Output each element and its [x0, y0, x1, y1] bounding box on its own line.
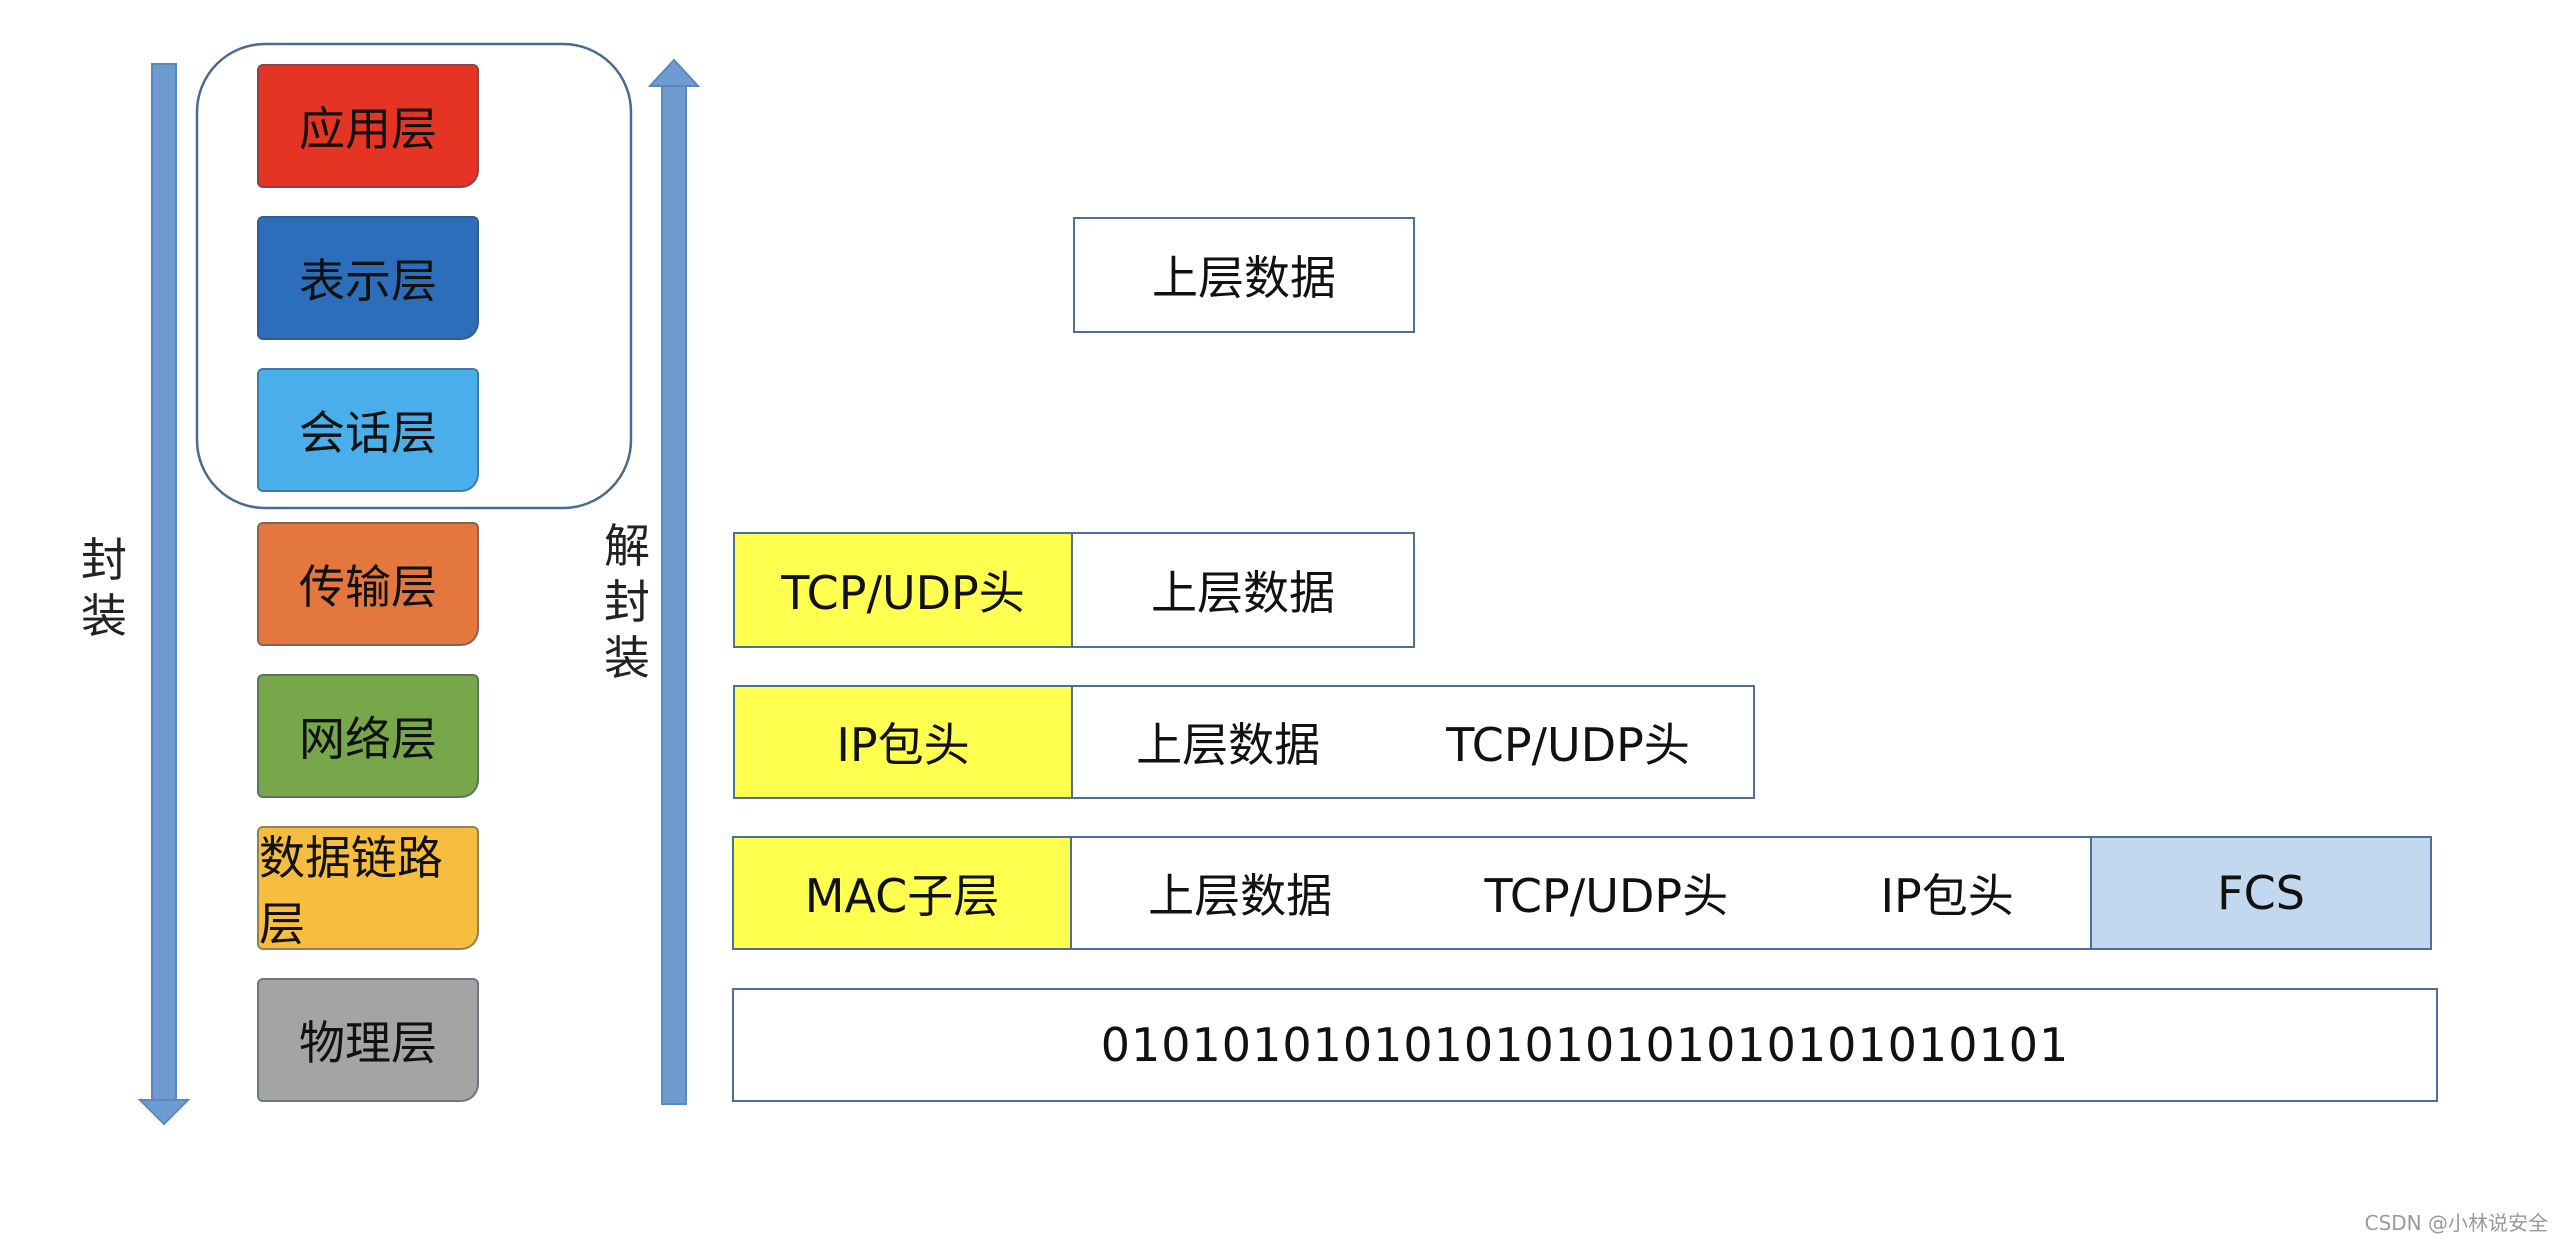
tcp-udp-header-text: TCP/UDP头 [781, 566, 1025, 620]
upper-data-text: 上层数据 [1148, 869, 1333, 923]
decapsulate-arrow [647, 58, 701, 1105]
encapsulate-label: 封 装 [74, 532, 134, 644]
network-payload-cell: 上层数据 TCP/UDP头 [1073, 685, 1755, 799]
encapsulate-char: 装 [81, 589, 127, 643]
layer-physical: 物理层 [257, 978, 479, 1102]
row-transport: TCP/UDP头 上层数据 [733, 532, 1415, 648]
layer-label: 网络层 [299, 712, 437, 766]
layer-transport: 传输层 [257, 522, 479, 646]
encapsulate-arrow [137, 63, 191, 1126]
fcs-cell: FCS [2092, 836, 2432, 950]
layer-network: 网络层 [257, 674, 479, 798]
layer-label: 表示层 [299, 254, 437, 308]
layer-label: 会话层 [299, 406, 437, 460]
layer-application: 应用层 [257, 64, 479, 188]
layer-label: 物理层 [299, 1016, 437, 1070]
layer-session: 会话层 [257, 368, 479, 492]
fcs-text: FCS [2217, 866, 2305, 920]
upper-data-text: 上层数据 [1151, 566, 1335, 620]
decapsulate-char: 装 [604, 631, 650, 685]
decapsulate-label: 解 封 装 [597, 518, 657, 686]
ip-header-text: IP包头 [836, 718, 970, 772]
encapsulate-char: 封 [81, 533, 127, 587]
bitstream-text: 01010101010101010101010101010101 [1100, 1018, 2070, 1072]
tcp-udp-header-cell: TCP/UDP头 [733, 532, 1073, 648]
bitstream-cell: 01010101010101010101010101010101 [732, 988, 2438, 1102]
upper-data-text: 上层数据 [1152, 251, 1336, 305]
tcp-udp-header-text: TCP/UDP头 [1484, 869, 1729, 923]
ip-header-cell: IP包头 [733, 685, 1073, 799]
row-datalink: MAC子层 上层数据 TCP/UDP头 IP包头 FCS [732, 836, 2432, 950]
decapsulate-char: 封 [604, 575, 650, 629]
upper-data-text: 上层数据 [1136, 718, 1321, 772]
layer-label: 传输层 [299, 560, 437, 614]
mac-sublayer-cell: MAC子层 [732, 836, 1072, 950]
mac-sublayer-text: MAC子层 [804, 869, 1000, 923]
datalink-payload-cell: 上层数据 TCP/UDP头 IP包头 [1072, 836, 2092, 950]
ip-header-text: IP包头 [1880, 869, 2014, 923]
upper-layers-group [195, 42, 633, 510]
row-network: IP包头 上层数据 TCP/UDP头 [733, 685, 1755, 799]
layer-presentation: 表示层 [257, 216, 479, 340]
upper-data-cell: 上层数据 [1073, 532, 1415, 648]
layer-label: 数据链路层 [259, 831, 443, 951]
layer-datalink: 数据链路层 [257, 826, 479, 951]
row-application: 上层数据 [1073, 217, 1415, 333]
watermark: CSDN @小林说安全 [2364, 1211, 2548, 1235]
tcp-udp-header-text: TCP/UDP头 [1446, 718, 1690, 772]
decapsulate-char: 解 [604, 519, 650, 573]
layer-label: 应用层 [299, 102, 437, 156]
row-physical: 01010101010101010101010101010101 [732, 988, 2438, 1102]
upper-data-cell: 上层数据 [1073, 217, 1415, 333]
